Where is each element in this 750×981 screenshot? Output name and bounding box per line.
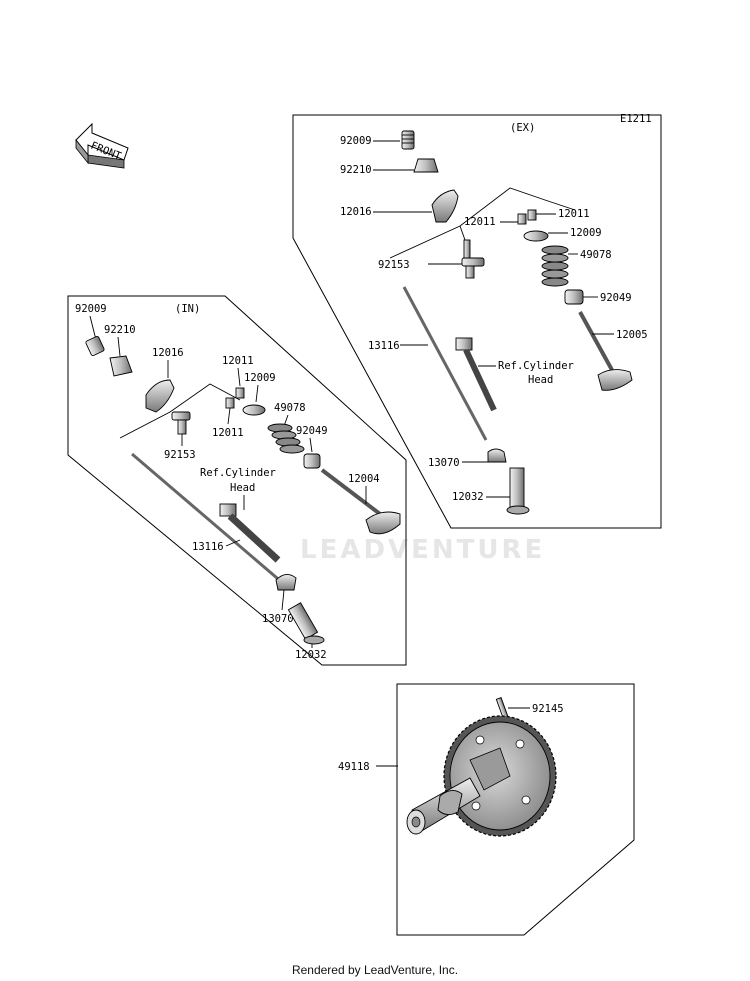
in-callout-12011-top: 12011 bbox=[222, 355, 254, 367]
in-section-label: (IN) bbox=[175, 303, 200, 315]
valve-seal-part bbox=[564, 289, 584, 305]
collet-part bbox=[235, 387, 245, 399]
tappet-part bbox=[287, 602, 325, 645]
adjust-nut-part bbox=[413, 158, 439, 173]
ex-section: (EX) 92009 92210 12016 12011 12011 12009 bbox=[292, 114, 662, 529]
ex-callout-92049: 92049 bbox=[600, 292, 632, 304]
collet-part bbox=[527, 209, 537, 221]
valve-seal-part bbox=[303, 453, 321, 469]
front-arrow-icon: FRONT bbox=[75, 122, 129, 169]
adjust-screw-part bbox=[85, 335, 105, 357]
in-callout-12032: 12032 bbox=[295, 649, 327, 661]
valve-spring-part bbox=[267, 423, 305, 454]
in-callout-49078: 49078 bbox=[274, 402, 306, 414]
push-rod-part bbox=[402, 286, 488, 441]
in-callout-13116: 13116 bbox=[192, 541, 224, 553]
in-callout-13070: 13070 bbox=[262, 613, 294, 625]
rocker-arm-part bbox=[145, 379, 175, 413]
retainer-part bbox=[242, 404, 266, 416]
cam-frame bbox=[396, 683, 635, 936]
valve-spring-part bbox=[541, 245, 569, 287]
diagram-code: E1211 bbox=[620, 113, 652, 125]
ex-callout-12032: 12032 bbox=[452, 491, 484, 503]
ex-callout-13070: 13070 bbox=[428, 457, 460, 469]
intake-valve-part bbox=[320, 468, 401, 535]
in-callout-92210: 92210 bbox=[104, 324, 136, 336]
camshaft-part bbox=[406, 777, 481, 835]
retainer-part bbox=[523, 230, 549, 242]
ex-ref-line2: Head bbox=[528, 374, 553, 386]
watermark: LEADVENTURE bbox=[300, 535, 545, 565]
pivot-stud-part bbox=[461, 239, 485, 279]
head-bolt-part bbox=[219, 503, 281, 563]
in-ref-line1: Ref.Cylinder bbox=[200, 467, 276, 479]
in-ref-line2: Head bbox=[230, 482, 255, 494]
collet-part bbox=[225, 397, 235, 409]
ex-frame bbox=[292, 114, 662, 529]
in-section: (IN) 92009 92210 12016 12011 12009 12011… bbox=[67, 295, 407, 666]
in-callout-12011-bottom: 12011 bbox=[212, 427, 244, 439]
adjust-screw-part bbox=[401, 130, 415, 150]
ex-callout-13116: 13116 bbox=[368, 340, 400, 352]
credit-text: Rendered by LeadVenture, Inc. bbox=[291, 963, 459, 977]
cam-callout-49118: 49118 bbox=[338, 761, 370, 773]
camshaft-section: 92145 49118 bbox=[338, 683, 635, 936]
ex-callout-92210: 92210 bbox=[340, 164, 372, 176]
cam-callout-92145: 92145 bbox=[532, 703, 564, 715]
ex-callout-12005: 12005 bbox=[616, 329, 648, 341]
rocker-arm-part bbox=[431, 189, 459, 223]
ex-callout-92153: 92153 bbox=[378, 259, 410, 271]
ex-section-label: (EX) bbox=[510, 122, 535, 134]
tappet-part bbox=[506, 467, 530, 515]
head-bolt-part bbox=[455, 337, 497, 412]
cam-gear-part bbox=[443, 715, 557, 837]
ex-callout-92009: 92009 bbox=[340, 135, 372, 147]
in-callout-92153: 92153 bbox=[164, 449, 196, 461]
rod-guide-part bbox=[275, 574, 297, 591]
in-callout-12009: 12009 bbox=[244, 372, 276, 384]
pivot-stud-part bbox=[171, 411, 191, 435]
rod-guide-part bbox=[487, 448, 507, 463]
in-callout-92049: 92049 bbox=[296, 425, 328, 437]
ex-callout-12011-left: 12011 bbox=[464, 216, 496, 228]
in-callout-12004: 12004 bbox=[348, 473, 380, 485]
exhaust-valve-part bbox=[578, 311, 633, 391]
push-rod-part bbox=[131, 452, 285, 586]
adjust-nut-part bbox=[109, 355, 133, 377]
in-callout-92009: 92009 bbox=[75, 303, 107, 315]
ex-ref-line1: Ref.Cylinder bbox=[498, 360, 574, 372]
ex-callout-49078: 49078 bbox=[580, 249, 612, 261]
in-frame bbox=[67, 295, 407, 666]
in-callout-12016: 12016 bbox=[152, 347, 184, 359]
ex-callout-12009: 12009 bbox=[570, 227, 602, 239]
collet-part bbox=[517, 213, 527, 225]
ex-callout-12011-right: 12011 bbox=[558, 208, 590, 220]
ex-callout-12016: 12016 bbox=[340, 206, 372, 218]
